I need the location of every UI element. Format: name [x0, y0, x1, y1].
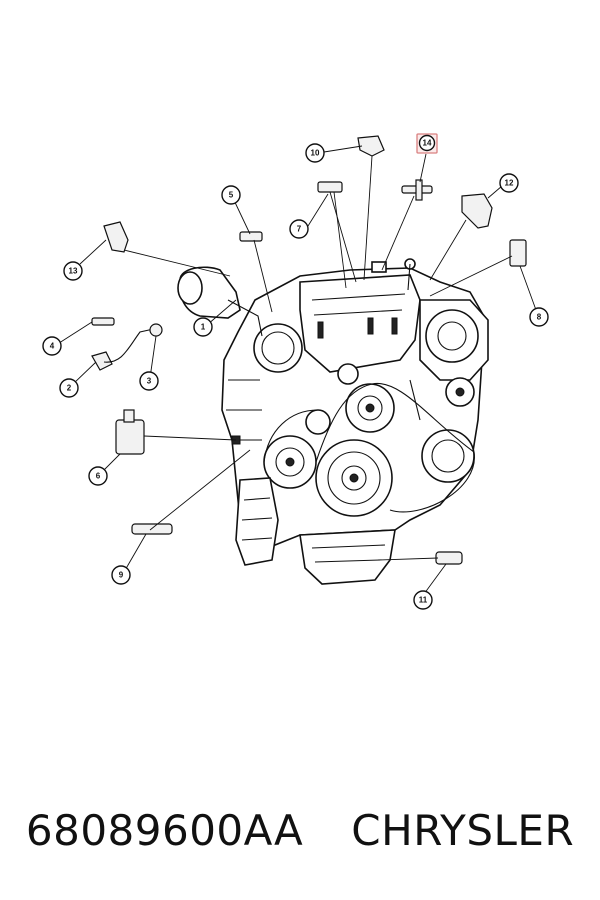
- callout-14-label: 14: [423, 139, 432, 148]
- callout-8-label: 8: [537, 313, 542, 322]
- callout-2-label: 2: [67, 384, 72, 393]
- callout-13-label: 13: [69, 267, 78, 276]
- leader-lines: [55, 145, 537, 595]
- callout-7-label: 7: [297, 225, 302, 234]
- callout-2: 2: [59, 378, 79, 398]
- callout-10-label: 10: [311, 149, 320, 158]
- callout-11-label: 11: [419, 596, 428, 605]
- callout-3: 3: [139, 371, 159, 391]
- part-caption: 68089600AA CHRYSLER: [0, 790, 600, 870]
- callout-4: 4: [42, 336, 62, 356]
- callout-1: 1: [193, 317, 213, 337]
- callout-9-label: 9: [119, 571, 124, 580]
- callout-1-label: 1: [201, 323, 206, 332]
- callout-14: 14: [416, 133, 438, 154]
- callout-3-label: 3: [147, 377, 152, 386]
- callout-10: 10: [305, 143, 325, 163]
- callout-5-label: 5: [229, 191, 234, 200]
- callout-13: 13: [63, 261, 83, 281]
- callout-12: 12: [499, 173, 519, 193]
- brand-name: CHRYSLER: [351, 805, 575, 855]
- part-number: 68089600AA: [25, 805, 304, 855]
- callout-5: 5: [221, 185, 241, 205]
- callout-8: 8: [529, 307, 549, 327]
- engine-illustration: [177, 258, 489, 585]
- callout-4-label: 4: [50, 342, 55, 351]
- callout-7: 7: [289, 219, 309, 239]
- callout-6: 6: [88, 466, 108, 486]
- callout-6-label: 6: [96, 472, 101, 481]
- callout-9: 9: [111, 565, 131, 585]
- callout-11: 11: [413, 590, 433, 610]
- engine-sensor-diagram: 1 2 3 4 5 6 7 8 9 10 11 12: [42, 133, 549, 610]
- callout-12-label: 12: [505, 179, 514, 188]
